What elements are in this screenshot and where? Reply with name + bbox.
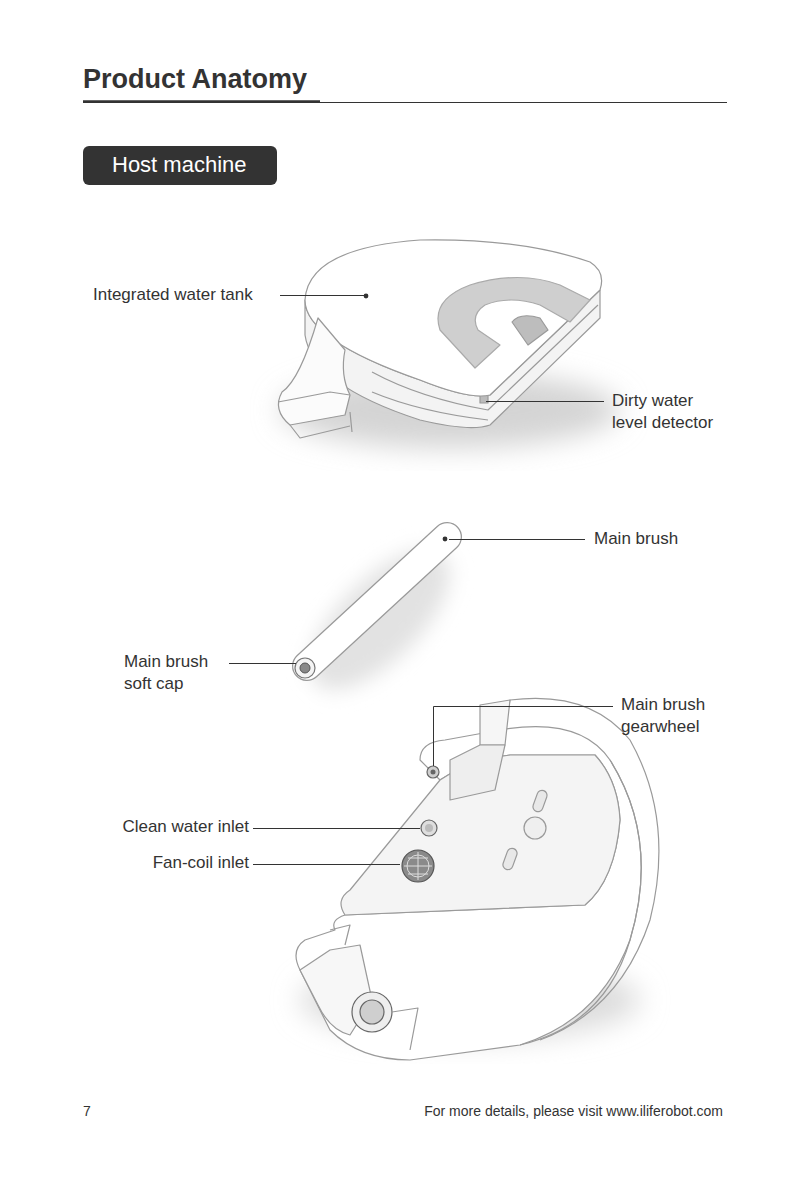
part-label: Main brush [594,528,744,550]
page-number: 7 [83,1102,123,1120]
page-title: Product Anatomy [83,62,307,97]
section-tag: Host machine [83,146,277,185]
part-label: Main brush gearwheel [621,694,741,738]
footer-note: For more details, please visit www.ilife… [424,1102,723,1120]
robot-top-view [278,240,620,448]
section-tag-text: Host machine [112,152,277,178]
main-brush [288,528,472,712]
part-label: Fan-coil inlet [153,852,249,874]
header-rule [83,102,727,103]
leader-lines [229,296,613,865]
robot-bottom-view [296,698,659,1060]
part-label: Dirty water level detector [612,390,730,434]
part-label: Main brush soft cap [124,651,226,695]
part-label: Integrated water tank [93,284,293,306]
part-label: Clean water inlet [122,816,249,838]
